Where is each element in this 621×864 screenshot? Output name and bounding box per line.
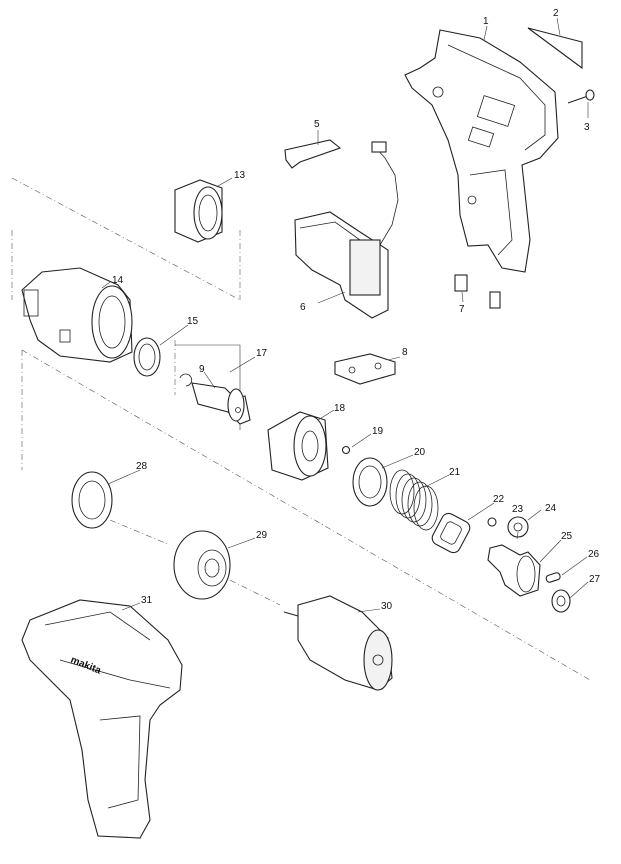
part-7-clips [454,274,501,309]
part-14-front-housing [21,267,133,363]
callout-17: 17 [256,348,268,359]
callout-23: 23 [512,504,524,515]
part-25-spindle-carrier [487,544,541,597]
callout-30: 30 [381,601,393,612]
callout-7: 7 [459,304,465,315]
part-17-spindle-assembly [175,344,251,430]
callout-1: 1 [483,16,489,27]
callout-13: 13 [234,170,246,181]
part-27-washer [551,589,571,613]
callout-18: 18 [334,403,346,414]
part-6-switch [294,141,399,319]
part-8-plate [334,353,396,385]
callout-28: 28 [136,461,148,472]
callout-21: 21 [449,467,461,478]
part-28-ring [71,471,113,529]
part-3-screw [567,89,595,104]
callout-25: 25 [561,531,573,542]
part-23-ball [487,517,497,527]
callout-9: 9 [199,364,205,375]
part-15-o-ring [133,337,161,377]
part-26-pin [545,572,561,583]
callout-20: 20 [414,447,426,458]
part-1-housing [404,29,559,273]
part-20-washer [352,457,388,507]
callout-15: 15 [187,316,199,327]
part-18-hammer [267,411,329,481]
callout-26: 26 [588,549,600,560]
part-31-main-housing: makita [21,599,183,839]
callout-leader-lines [101,17,589,613]
callout-27: 27 [589,574,601,585]
part-21-spring [389,469,439,531]
part-29-gear-housing [173,530,231,600]
callout-14: 14 [112,275,124,286]
assembly-axis-lines [11,177,591,681]
callout-3: 3 [584,122,590,133]
part-5-lever [284,139,342,169]
callout-19: 19 [372,426,384,437]
callout-2: 2 [553,8,559,19]
part-22-flat-washer [431,512,471,554]
callout-29: 29 [256,530,268,541]
part-24-gear [507,516,529,538]
callout-8: 8 [402,347,408,358]
part-30-motor [283,595,393,691]
callout-labels: 1 2 3 5 6 7 8 9 13 14 15 17 18 19 20 21 … [112,8,601,612]
callout-5: 5 [314,119,320,130]
part-19-steel-ball [341,445,351,455]
callout-24: 24 [545,503,557,514]
callout-22: 22 [493,494,505,505]
callout-6: 6 [300,302,306,313]
part-2-label-plate [527,27,583,70]
part-13-sleeve [174,179,223,243]
callout-31: 31 [141,595,153,606]
